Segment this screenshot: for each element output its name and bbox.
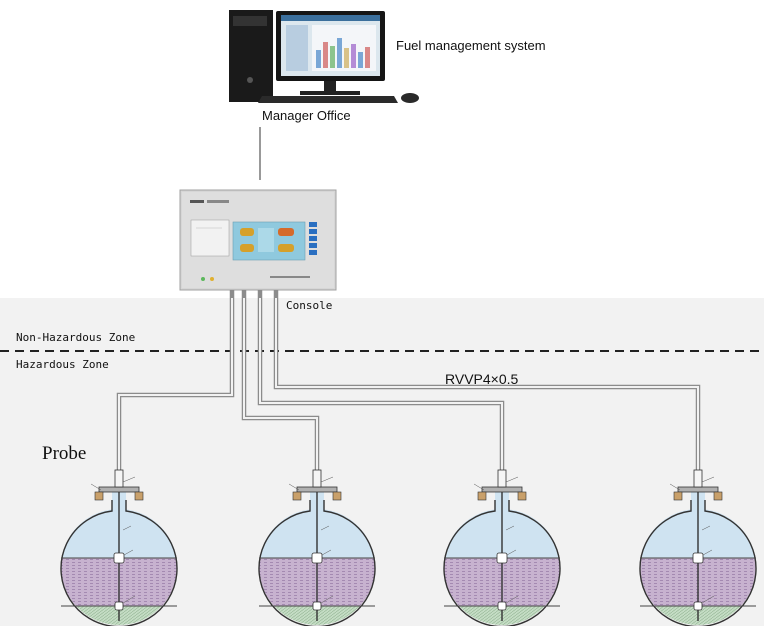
probe-head bbox=[114, 469, 124, 488]
non-hazardous-zone-label: Non-Hazardous Zone bbox=[16, 331, 136, 344]
console-unit bbox=[179, 189, 337, 291]
tank-flange bbox=[296, 486, 338, 493]
fuel-float bbox=[113, 552, 125, 564]
water-float bbox=[497, 601, 507, 611]
water-float bbox=[312, 601, 322, 611]
cable-label: RVVP4×0.5 bbox=[445, 371, 519, 387]
tank-flange bbox=[677, 486, 719, 493]
tank-outline bbox=[60, 500, 178, 626]
fuel-float bbox=[496, 552, 508, 564]
console-label: Console bbox=[286, 299, 333, 312]
tank-flange bbox=[98, 486, 140, 493]
tank-flange bbox=[481, 486, 523, 493]
probe-head bbox=[693, 469, 703, 488]
probe-head bbox=[312, 469, 322, 488]
hazardous-zone-label: Hazardous Zone bbox=[16, 358, 109, 371]
tank-outline bbox=[639, 500, 757, 626]
tank-outline bbox=[443, 500, 561, 626]
water-float bbox=[693, 601, 703, 611]
probe-label: Probe bbox=[42, 443, 87, 464]
water-float bbox=[114, 601, 124, 611]
fuel-float bbox=[311, 552, 323, 564]
cable-inner-lines bbox=[118, 298, 699, 470]
tank-outline bbox=[258, 500, 376, 626]
fuel-float bbox=[692, 552, 704, 564]
computer-icon bbox=[229, 10, 419, 103]
system-label: Fuel management system bbox=[396, 38, 546, 53]
probe-head bbox=[497, 469, 507, 488]
office-label: Manager Office bbox=[262, 108, 351, 123]
